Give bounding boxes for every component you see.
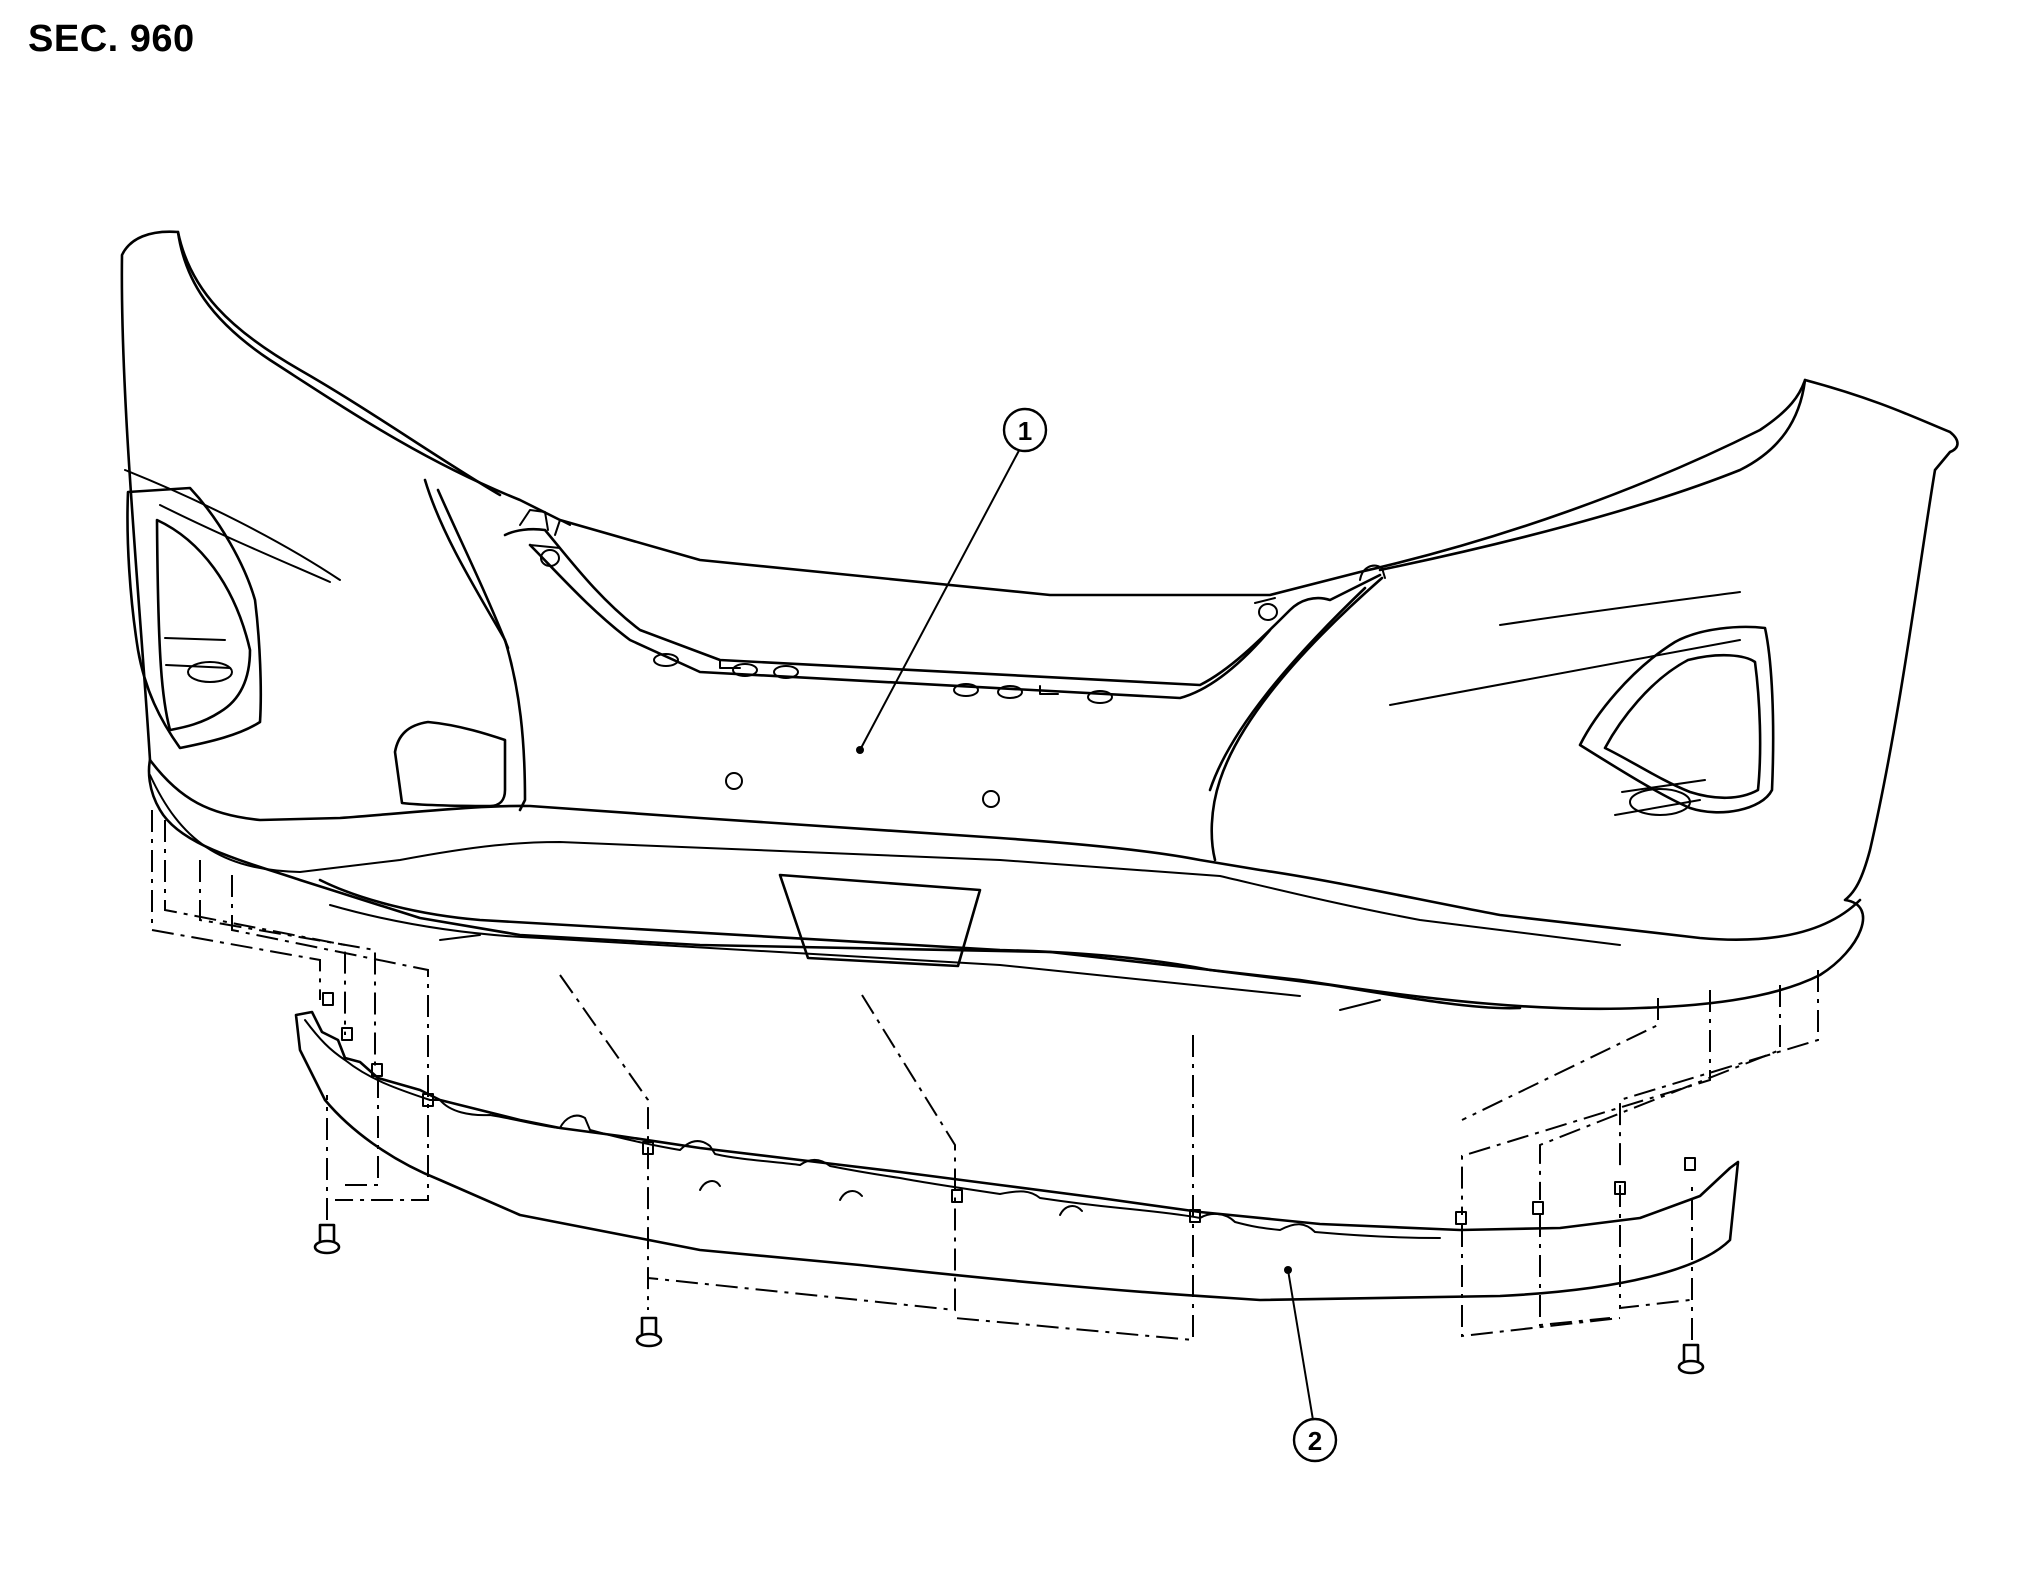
- lower-spoiler: [294, 992, 1740, 1302]
- assembly-lines: [151, 810, 1819, 1342]
- bumper-fascia: [120, 230, 1959, 1011]
- clip-center: [635, 1316, 663, 1348]
- callout-1: 1: [856, 407, 1048, 754]
- clip-right: [1677, 1343, 1705, 1375]
- clip-fasteners: [313, 1223, 1705, 1375]
- clip-left: [313, 1223, 341, 1255]
- callout-2: 2: [1284, 1266, 1338, 1463]
- callout-1-circle: [1002, 407, 1048, 453]
- section-label: SEC. 960: [28, 18, 195, 60]
- callout-1-number: 1: [1018, 416, 1032, 446]
- callout-2-number: 2: [1308, 1426, 1322, 1456]
- callout-2-circle: [1292, 1417, 1338, 1463]
